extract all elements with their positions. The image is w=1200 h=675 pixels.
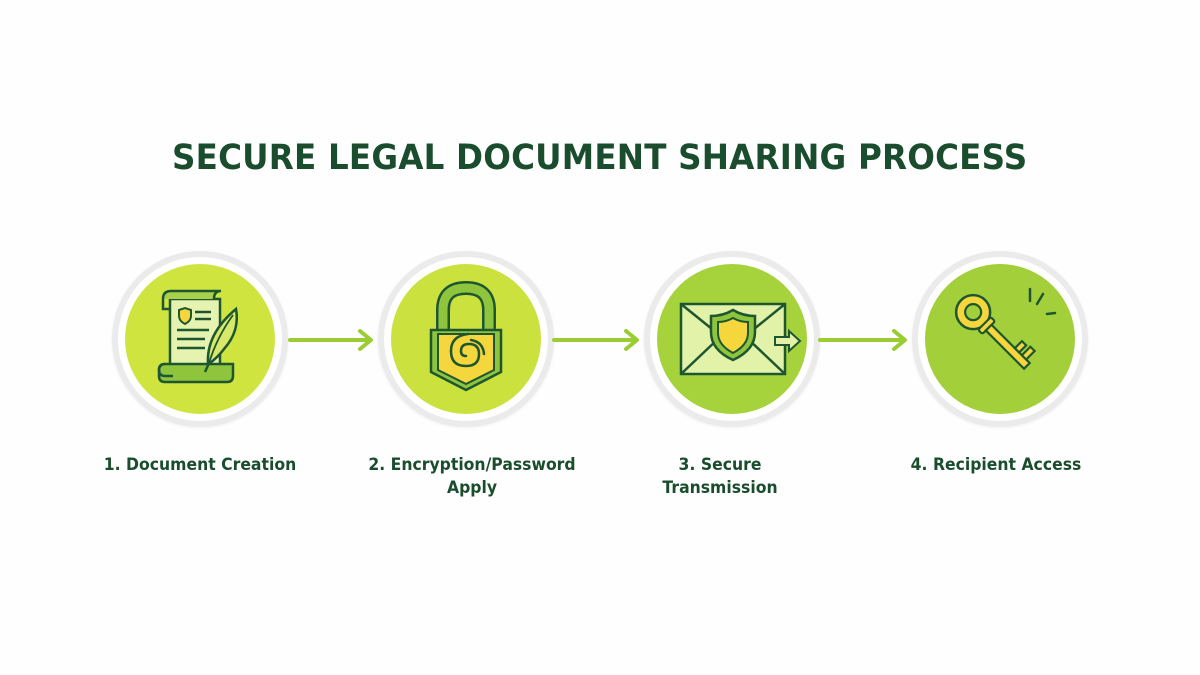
padlock-icon <box>429 280 503 392</box>
shield-envelope-icon <box>679 302 802 376</box>
step-recipient-access <box>912 251 1088 427</box>
arrow-right-icon <box>552 329 639 351</box>
diagram-title: SECURE LEGAL DOCUMENT SHARING PROCESS <box>172 138 1028 178</box>
arrow-right-icon <box>288 329 373 351</box>
step-label-line1: 3. Secure <box>678 455 762 475</box>
step-label: 2. Encryption/Password Apply <box>368 455 576 498</box>
step-label: 1. Document Creation <box>103 455 297 475</box>
step-label-line2: Transmission <box>662 478 778 498</box>
scroll-quill-icon <box>157 289 238 384</box>
step-document-creation <box>112 251 288 427</box>
arrow-right-icon <box>818 329 907 351</box>
step-encryption-password <box>378 251 554 427</box>
key-icon <box>954 287 1057 371</box>
step-label: 4. Recipient Access <box>910 455 1082 475</box>
step-label: 3. Secure Transmission <box>634 454 807 500</box>
step-secure-transmission <box>644 251 820 427</box>
